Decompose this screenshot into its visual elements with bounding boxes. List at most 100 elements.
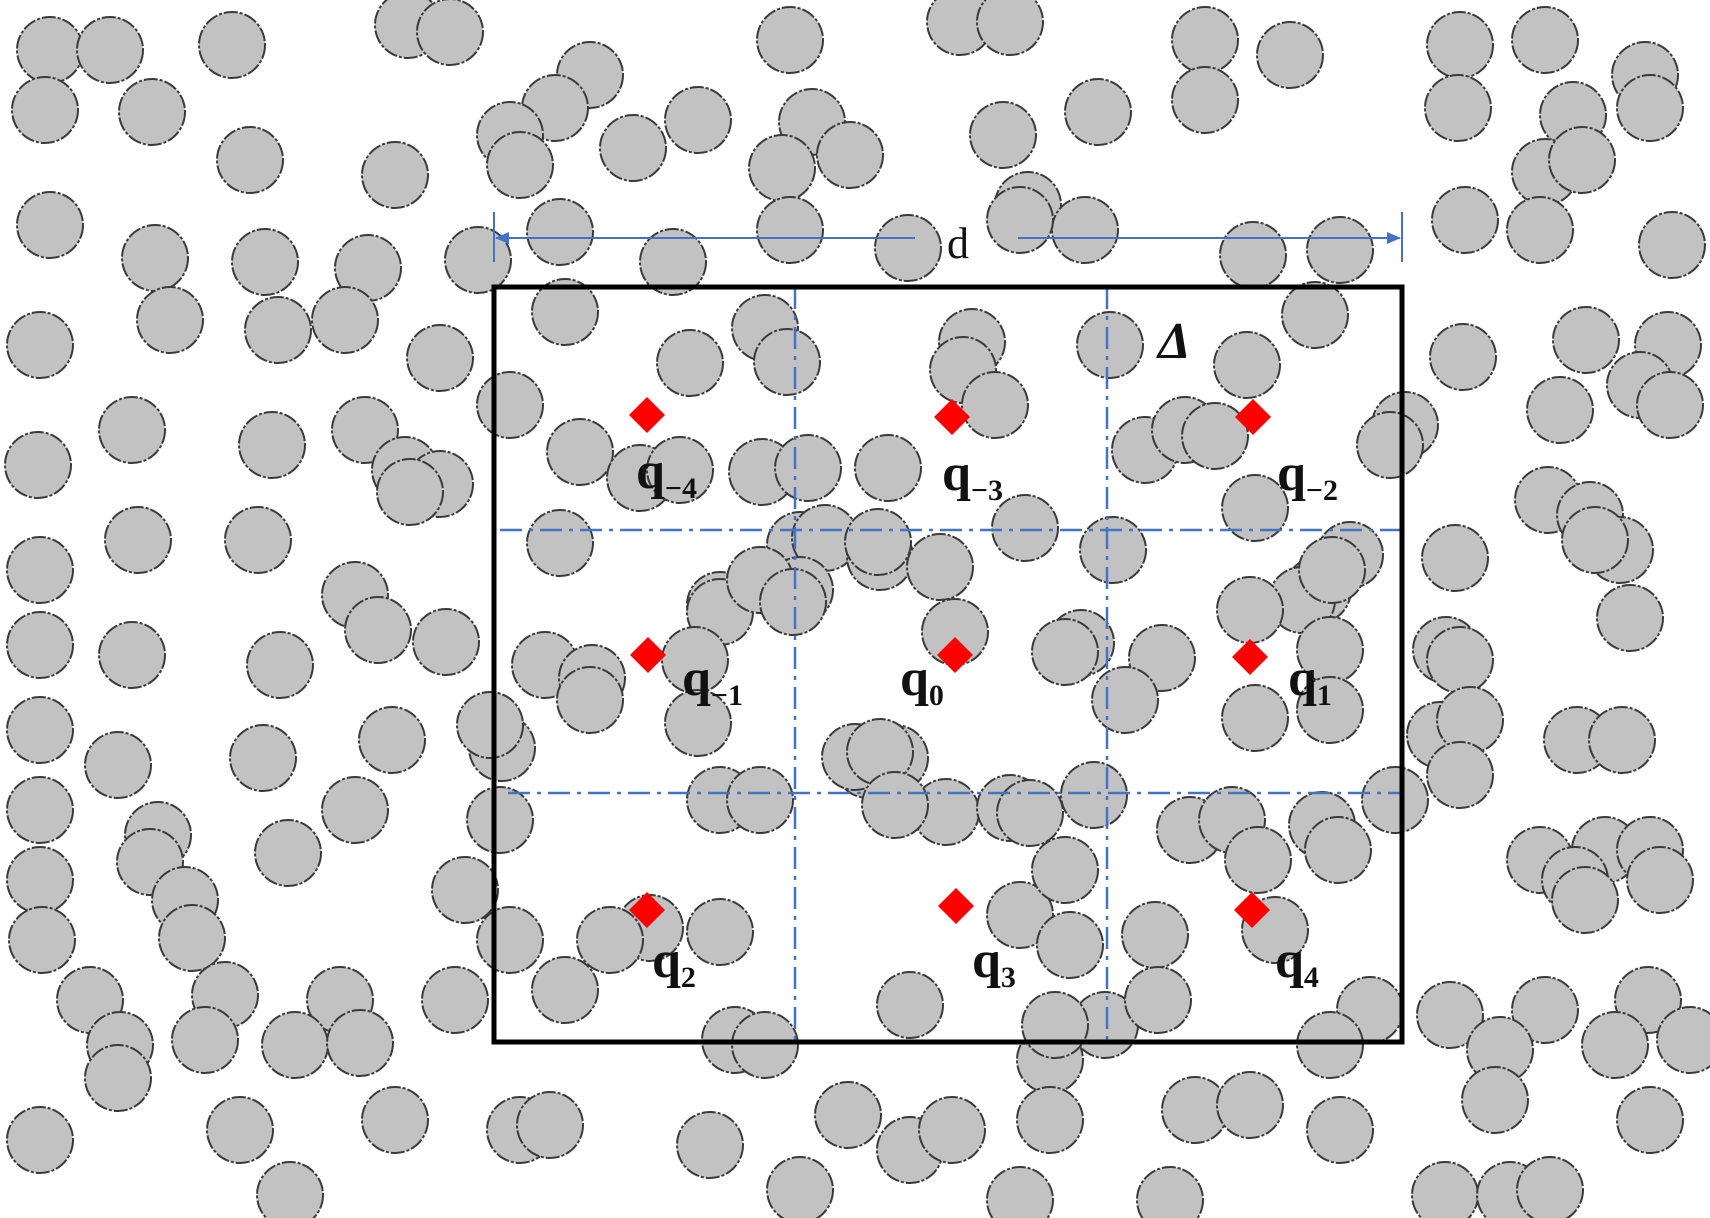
particle	[861, 771, 929, 839]
particle	[1361, 766, 1429, 834]
particle	[1031, 836, 1099, 904]
particle	[256, 1161, 324, 1218]
particle	[664, 689, 732, 757]
particle	[1411, 1161, 1479, 1218]
particle	[1136, 1166, 1204, 1218]
particle	[1079, 516, 1147, 584]
particle	[84, 1044, 152, 1112]
particle	[361, 1086, 429, 1154]
sample-point-q-2: q−2	[1235, 399, 1338, 507]
particle	[6, 611, 74, 679]
particle	[1221, 684, 1289, 752]
diamond-marker-icon	[934, 399, 970, 435]
particle	[656, 329, 724, 397]
particle	[1461, 1066, 1529, 1134]
particle	[1121, 901, 1189, 969]
sample-point-label: q−3	[942, 445, 1003, 507]
dimension-arrow	[493, 212, 1403, 262]
particle	[361, 141, 429, 209]
particle	[1016, 1086, 1084, 1154]
label-base: q	[636, 443, 665, 500]
particle	[6, 776, 74, 844]
particle	[412, 608, 480, 676]
particle	[874, 214, 942, 282]
particle	[344, 596, 412, 664]
particle	[1031, 618, 1099, 686]
particle	[244, 296, 312, 364]
particle	[546, 418, 614, 486]
particle	[1051, 196, 1119, 264]
grid-subdivision-lines	[500, 287, 1402, 1042]
particle	[1426, 626, 1494, 694]
particle	[991, 494, 1059, 562]
particle	[844, 508, 912, 576]
particle	[6, 1106, 74, 1174]
particle	[11, 76, 79, 144]
particle	[1426, 741, 1494, 809]
particle	[466, 786, 534, 854]
particle	[986, 186, 1054, 254]
particle	[476, 371, 544, 439]
particle	[1551, 866, 1619, 934]
sample-point-q-4: q−4	[629, 397, 697, 505]
sample-point-label: q−2	[1277, 445, 1338, 507]
particle	[1516, 1156, 1584, 1218]
particle	[976, 0, 1044, 56]
particle	[1171, 6, 1239, 74]
particle	[1296, 1011, 1364, 1079]
sample-point-label: q4	[1275, 932, 1319, 994]
particle	[84, 731, 152, 799]
particle	[814, 1081, 882, 1149]
particle	[16, 16, 84, 84]
sample-point-q1: q1	[1232, 639, 1332, 712]
particle	[1511, 976, 1579, 1044]
particle	[16, 191, 84, 259]
particle	[6, 696, 74, 764]
particle	[646, 436, 714, 504]
particle	[1224, 826, 1292, 894]
particle	[406, 324, 474, 392]
particle	[753, 328, 821, 396]
particle	[136, 286, 204, 354]
particle	[8, 906, 76, 974]
particle	[556, 666, 624, 734]
particle	[118, 78, 186, 146]
sample-point-label: q0	[900, 650, 944, 712]
particle	[1256, 21, 1324, 89]
label-base: q	[682, 650, 711, 707]
particle	[1426, 11, 1494, 79]
particle	[1626, 846, 1694, 914]
particle	[1076, 311, 1144, 379]
particle	[1356, 411, 1424, 479]
particle	[1421, 524, 1489, 592]
particle	[1091, 666, 1159, 734]
label-base: q	[652, 932, 681, 989]
particle	[876, 971, 944, 1039]
particle	[531, 956, 599, 1024]
diamond-marker-icon	[1234, 892, 1270, 928]
particle	[1296, 676, 1364, 744]
particle	[531, 278, 599, 346]
particle	[1124, 966, 1192, 1034]
particle	[4, 431, 72, 499]
particle	[1060, 761, 1128, 829]
particle	[1616, 1086, 1684, 1154]
particle	[1581, 1011, 1649, 1079]
particle	[261, 1011, 329, 1079]
particle	[1219, 221, 1287, 289]
particle	[216, 126, 284, 194]
particle	[1221, 474, 1289, 542]
particle	[1298, 536, 1366, 604]
particle	[1506, 196, 1574, 264]
sample-point-label: q2	[652, 932, 696, 994]
particle	[1304, 816, 1372, 884]
particle	[1429, 323, 1497, 391]
label-subscript: −2	[1306, 474, 1338, 507]
diamond-marker-icon	[630, 637, 666, 673]
particle	[961, 371, 1029, 439]
particle	[1431, 186, 1499, 254]
particle	[206, 1096, 274, 1164]
particle	[756, 196, 824, 264]
label-subscript: 2	[681, 961, 696, 994]
